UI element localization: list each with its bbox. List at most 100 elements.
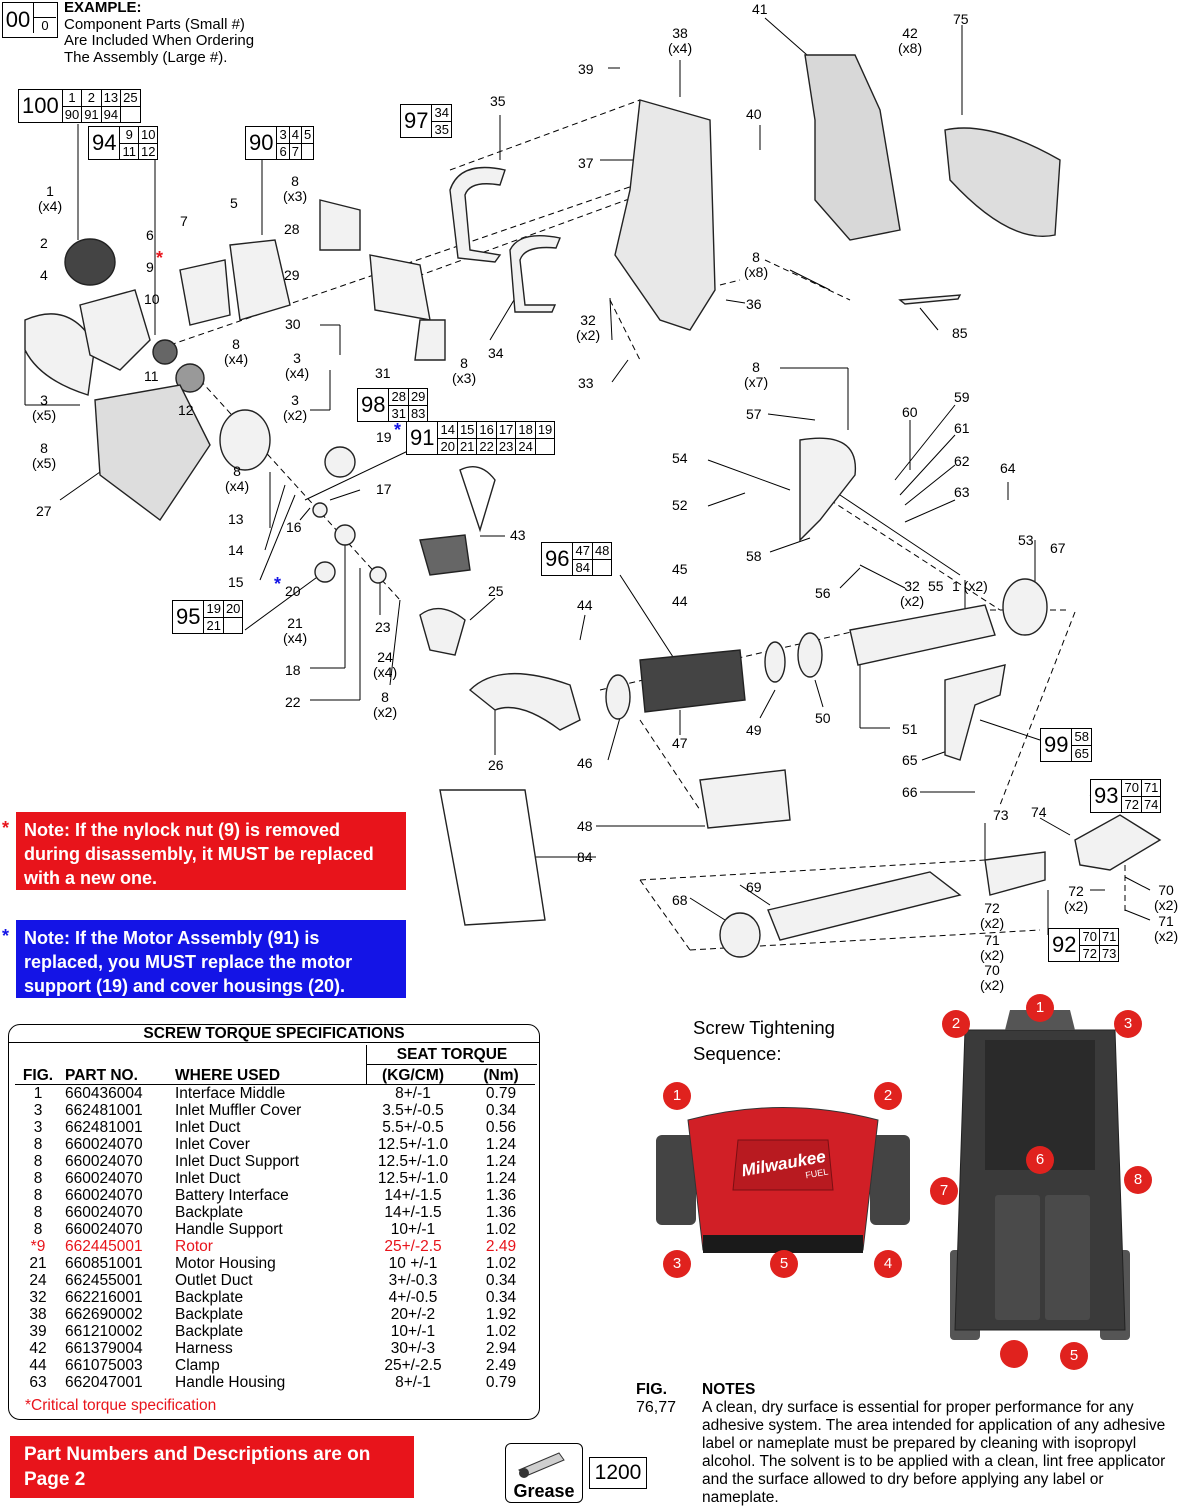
notes-block: NOTES A clean, dry surface is essential … <box>702 1381 1180 1507</box>
callout-8-d: 8(x3) <box>452 356 476 386</box>
callout-24: 24(x4) <box>373 650 397 680</box>
callout-40: 40 <box>746 106 762 122</box>
callout-17: 17 <box>376 481 392 497</box>
motor-shaft <box>312 502 328 518</box>
example-small-number: 0 <box>34 17 56 33</box>
callout-number: 8 <box>381 689 389 705</box>
assembly-box-99: 99 58 65 <box>1040 728 1092 762</box>
sequence-dot: 5 <box>1060 1342 1088 1370</box>
sequence-dot: 1 <box>1026 994 1054 1022</box>
row-kgcm: 3+/-0.3 <box>388 1272 438 1289</box>
row-part-no: 660024070 <box>65 1170 143 1187</box>
red-note-star: * <box>2 818 10 838</box>
row-nm: 1.02 <box>485 1221 517 1238</box>
assembly-part: 74 <box>1143 797 1159 812</box>
assembly-number: 96 <box>542 543 574 575</box>
leader-line <box>244 574 321 631</box>
assembly-part: 20 <box>223 601 243 618</box>
assembly-part: 18 <box>516 422 536 439</box>
header-kgcm: (KG/CM) <box>382 1067 444 1084</box>
assembly-number: 95 <box>173 601 205 633</box>
row-where-used: Inlet Duct Support <box>175 1153 300 1170</box>
grease-tube-icon <box>518 1452 565 1478</box>
row-fig: 8 <box>33 1221 43 1238</box>
callout-quantity: (x2) <box>1154 897 1179 913</box>
callout-quantity: (x2) <box>283 407 308 423</box>
bearing <box>369 566 387 584</box>
row-where-used: Backplate <box>175 1289 244 1306</box>
foam-filter <box>699 769 791 829</box>
leader-line <box>839 567 861 589</box>
wire-harness <box>459 466 496 533</box>
row-fig: 8 <box>33 1187 43 1204</box>
callout-49: 49 <box>746 722 762 738</box>
assembly-part: 19 <box>535 422 555 439</box>
callout-number: 42 <box>902 25 918 41</box>
row-fig: 42 <box>29 1340 47 1357</box>
row-nm: 0.34 <box>485 1272 517 1289</box>
grease-label: Grease <box>513 1481 575 1501</box>
leader-line <box>859 564 906 589</box>
row-kgcm: 20+/-2 <box>390 1306 436 1323</box>
row-fig: 3 <box>33 1102 43 1119</box>
row-fig: 1 <box>33 1085 43 1102</box>
callout-32-b: 32(x2) <box>900 579 924 609</box>
motor-housing <box>314 561 336 583</box>
row-fig: 3 <box>33 1119 43 1136</box>
header-fig: FIG. <box>22 1067 54 1084</box>
row-part-no: 660024070 <box>65 1187 143 1204</box>
leader-line <box>1124 876 1151 891</box>
assembly-part: 11 <box>120 144 139 160</box>
assembly-part: 83 <box>410 406 426 421</box>
handle-lower <box>509 235 561 313</box>
row-nm: 0.34 <box>485 1102 517 1119</box>
callout-quantity: (x2) <box>576 327 601 343</box>
assembly-box-98: 98 28 29 31 83 <box>357 388 429 422</box>
fig-value: 76,77 <box>636 1399 677 1416</box>
sequence-dot: 2 <box>942 1010 970 1038</box>
callout-3-b: 3(x5) <box>32 393 56 423</box>
sequence-dot: 4 <box>874 1250 902 1278</box>
leader-line <box>725 299 746 304</box>
assembly-part: 72 <box>1080 946 1100 962</box>
leader-line <box>919 307 939 331</box>
sequence-dot: 3 <box>1114 1010 1142 1038</box>
callout-2: 2 <box>40 235 48 251</box>
row-part-no: 660436004 <box>65 1085 143 1102</box>
callout-45: 45 <box>672 561 688 577</box>
upper-tube <box>849 604 996 666</box>
row-part-no: 662481001 <box>65 1102 143 1119</box>
assembly-part: 72 <box>1122 797 1142 813</box>
leader-line <box>1124 909 1151 921</box>
row-where-used: Rotor <box>175 1238 213 1255</box>
callout-71-b: 71(x2) <box>980 933 1004 963</box>
assembly-axis <box>764 259 851 301</box>
assembly-part <box>224 618 242 634</box>
row-nm: 0.79 <box>485 1374 517 1391</box>
leader-line <box>767 413 816 421</box>
row-fig: 21 <box>29 1255 47 1272</box>
assembly-part: 6 <box>277 144 290 160</box>
torque-spec-table: SCREW TORQUE SPECIFICATIONS SEAT TORQUE … <box>8 1024 540 1420</box>
callout-quantity: (x2) <box>1064 898 1089 914</box>
assembly-part: 20 <box>438 439 458 455</box>
callout-59: 59 <box>954 389 970 405</box>
clamp-ring-46 <box>605 674 631 720</box>
assembly-number: 93 <box>1091 780 1123 812</box>
callout-41: 41 <box>752 1 768 17</box>
callout-8-c: 8(x4) <box>224 337 248 367</box>
row-fig: 38 <box>29 1306 47 1323</box>
callout-quantity: (x3) <box>452 370 477 386</box>
callout-10: 10 <box>144 291 160 307</box>
callout-8-b: 8(x8) <box>744 250 768 280</box>
exploded-diagram-drawing <box>24 17 1162 958</box>
assembly-part: 21 <box>204 618 224 634</box>
callout-44-a: 44 <box>577 597 593 613</box>
callout-55: 55 <box>928 578 944 594</box>
assembly-part: 13 <box>101 90 122 107</box>
callout-8-a: 8(x3) <box>283 174 307 204</box>
